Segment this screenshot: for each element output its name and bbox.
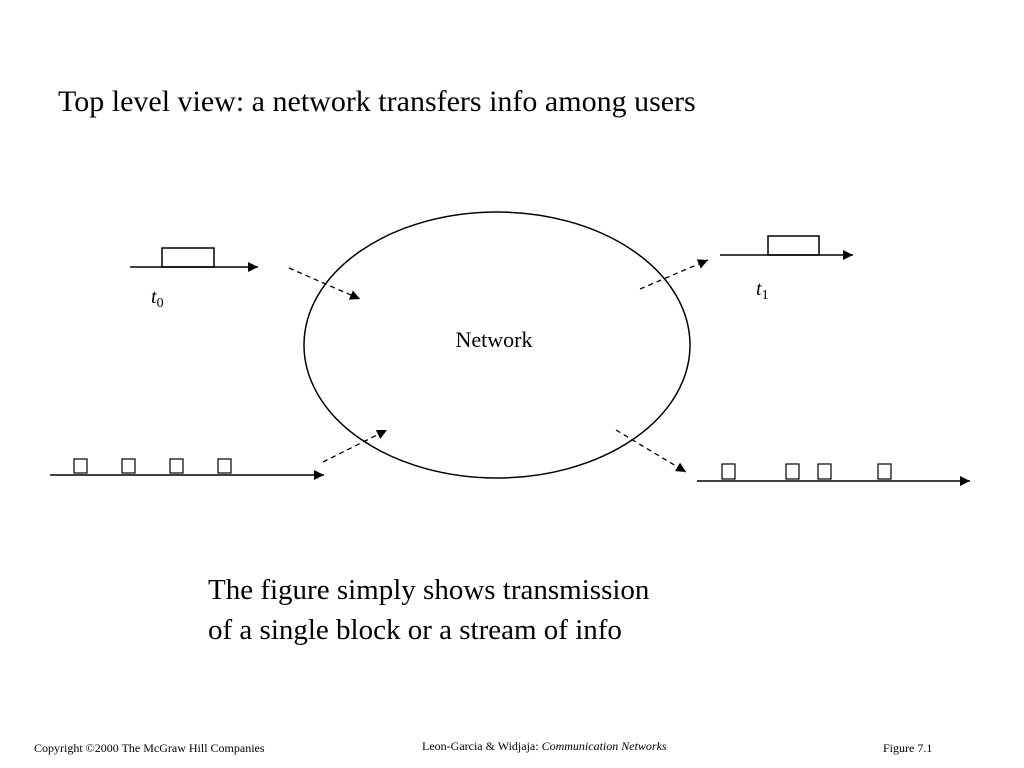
flow-arrow-out-top	[639, 259, 709, 290]
flow-arrow-out-bottom	[615, 429, 687, 473]
footer-figure-number: Figure 7.1	[883, 741, 933, 755]
network-ellipse	[303, 211, 691, 479]
stream-block	[73, 458, 88, 474]
stream-block	[877, 463, 892, 480]
flow-arrow-in-bottom	[322, 429, 388, 463]
info-block	[161, 247, 215, 268]
stream-block	[721, 463, 736, 480]
info-block	[767, 235, 820, 256]
time-label-t1: t1	[756, 278, 769, 303]
input-stream	[50, 458, 324, 480]
output-single-block	[720, 235, 853, 260]
time-label-t0: t0	[151, 286, 164, 311]
flow-arrow-in-top	[288, 267, 361, 300]
footer-authors: Leon-Garcia & Widjaja:	[422, 739, 539, 753]
stream-block	[817, 463, 832, 480]
input-single-block	[130, 247, 258, 272]
stream-block	[217, 458, 232, 474]
network-label: Network	[456, 327, 533, 352]
footer-book-title: Communication Networks	[541, 739, 667, 753]
footer-copyright: Copyright ©2000 The McGraw Hill Companie…	[34, 741, 265, 755]
footer-citation: Leon-Garcia & Widjaja: Communication Net…	[422, 738, 667, 754]
stream-block	[785, 463, 800, 480]
caption-line: of a single block or a stream of info	[208, 614, 622, 646]
stream-block	[121, 458, 136, 474]
caption-line: The figure simply shows transmission	[208, 574, 650, 606]
slide-caption: The figure simply shows transmission of …	[208, 570, 649, 650]
stream-block	[169, 458, 184, 474]
slide-title: Top level view: a network transfers info…	[58, 85, 696, 118]
output-stream	[697, 463, 970, 486]
